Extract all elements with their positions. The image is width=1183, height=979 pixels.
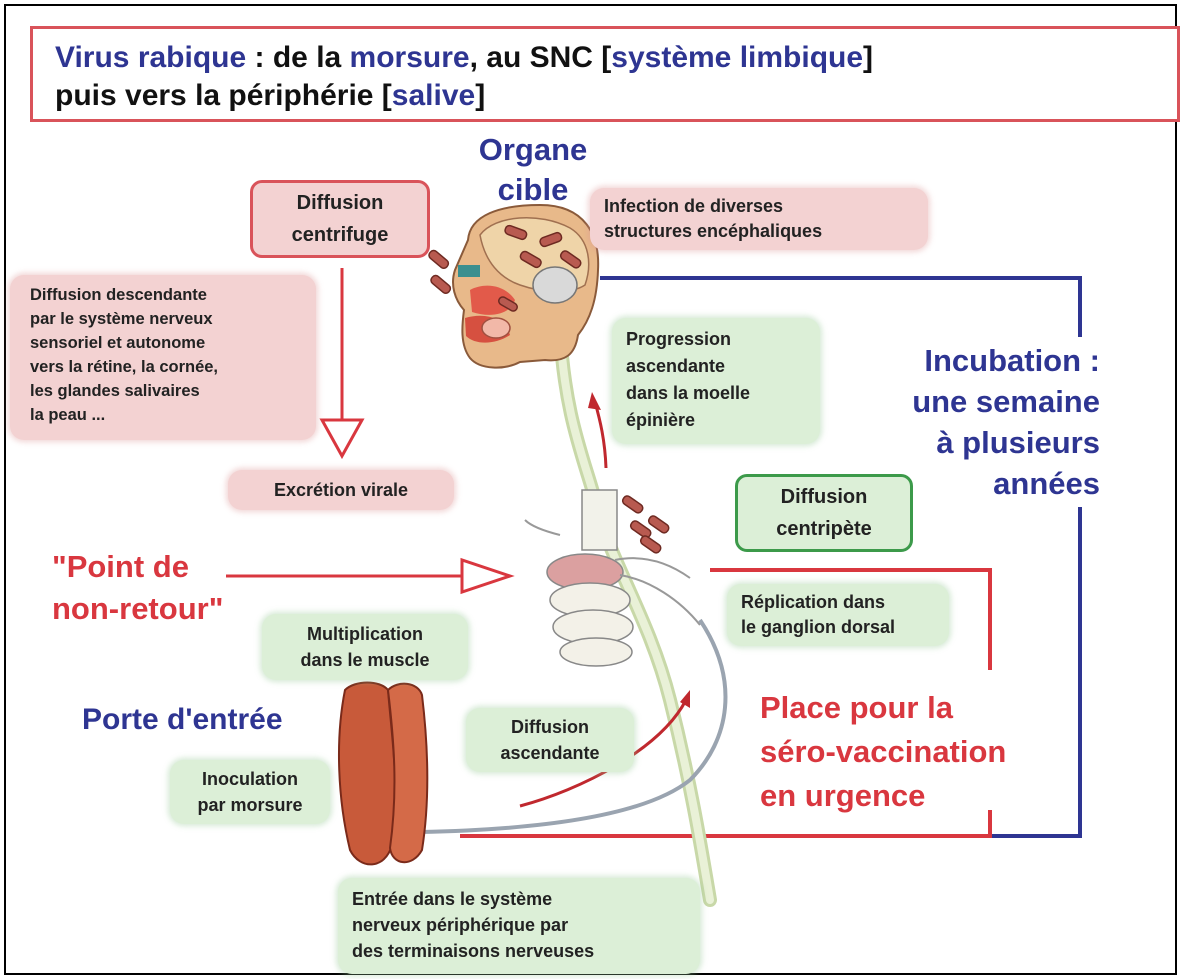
- inoculation-box: Inoculation par morsure: [170, 760, 330, 824]
- replication-box: Réplication dans le ganglion dorsal: [727, 584, 949, 646]
- cible-line: cible: [458, 170, 608, 210]
- label-line: sensoriel et autonome: [30, 331, 296, 355]
- label-line: "Point de: [52, 546, 272, 588]
- label-line: dans la moelle: [626, 380, 806, 407]
- label-line: Infection de diverses: [604, 194, 914, 219]
- label-line: Entrée dans le système: [352, 886, 686, 912]
- excretion-box: Excrétion virale: [228, 470, 454, 510]
- label-line: Diffusion: [253, 187, 427, 219]
- label-line: Diffusion: [466, 714, 634, 740]
- label-line: Diffusion descendante: [30, 283, 296, 307]
- diffusion-descendante-box: Diffusion descendante par le système ner…: [10, 275, 316, 440]
- label-line: la peau ...: [30, 403, 296, 427]
- label-line: Excrétion virale: [274, 480, 408, 500]
- label-line: dans le muscle: [262, 647, 468, 673]
- label-line: structures encéphaliques: [604, 219, 914, 244]
- label-line: à plusieurs: [840, 422, 1100, 463]
- porte-entree-label: Porte d'entrée: [82, 700, 352, 740]
- label-line: ascendante: [466, 740, 634, 766]
- diffusion-centripete-box: Diffusion centripète: [735, 474, 913, 552]
- label-line: Progression: [626, 326, 806, 353]
- label-line: Place pour la: [760, 686, 1070, 730]
- head-illustration: [453, 205, 598, 368]
- label-line: des terminaisons nerveuses: [352, 938, 686, 964]
- label-line: Incubation :: [840, 340, 1100, 381]
- label-line: non-retour": [52, 588, 272, 630]
- point-non-retour-label: "Point de non-retour": [52, 546, 272, 630]
- infection-box: Infection de diverses structures encépha…: [590, 188, 928, 250]
- entree-box: Entrée dans le système nerveux périphéri…: [338, 878, 700, 974]
- multiplication-box: Multiplication dans le muscle: [262, 614, 468, 680]
- label-line: centripète: [738, 513, 910, 545]
- diffusion-ascendante-box: Diffusion ascendante: [466, 708, 634, 772]
- excretion-arrow-head: [322, 420, 362, 456]
- muscle-illustration: [339, 683, 427, 865]
- label-line: centrifuge: [253, 219, 427, 251]
- label-line: Diffusion: [738, 481, 910, 513]
- label-line: Porte d'entrée: [82, 703, 283, 736]
- non-retour-arrow-head: [462, 560, 510, 592]
- label-line: par le système nerveux: [30, 307, 296, 331]
- label-line: Inoculation: [170, 766, 330, 792]
- vertebra-illustration: [525, 490, 700, 666]
- diffusion-centrifuge-box: Diffusion centrifuge: [250, 180, 430, 258]
- label-line: une semaine: [840, 381, 1100, 422]
- organe-line: Organe: [458, 130, 608, 170]
- organe-cible-label: Organe cible: [458, 130, 608, 210]
- progression-box: Progression ascendante dans la moelle ép…: [612, 318, 820, 444]
- label-line: en urgence: [760, 774, 1070, 818]
- label-line: les glandes salivaires: [30, 379, 296, 403]
- label-line: ascendante: [626, 353, 806, 380]
- label-line: séro-vaccination: [760, 730, 1070, 774]
- label-line: épinière: [626, 407, 806, 434]
- place-sero-label: Place pour la séro-vaccination en urgenc…: [760, 686, 1070, 818]
- label-line: vers la rétine, la cornée,: [30, 355, 296, 379]
- label-line: nerveux périphérique par: [352, 912, 686, 938]
- label-line: Multiplication: [262, 621, 468, 647]
- label-line: Réplication dans: [741, 590, 935, 615]
- label-line: le ganglion dorsal: [741, 615, 935, 640]
- label-line: par morsure: [170, 792, 330, 818]
